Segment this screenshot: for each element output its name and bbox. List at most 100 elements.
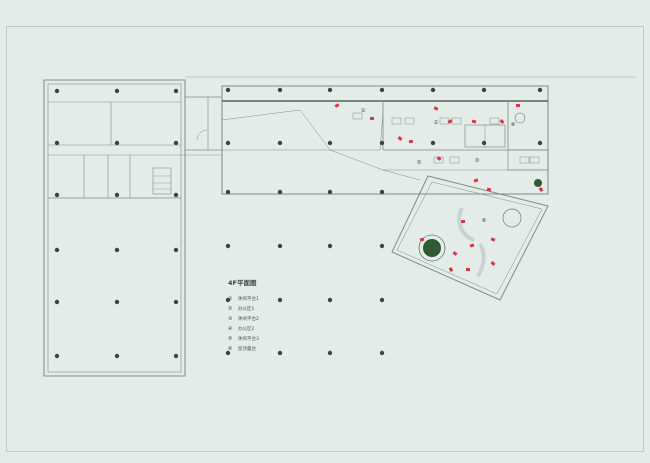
column-45 (225, 350, 231, 356)
left-wing-inner (47, 83, 182, 373)
chair-9 (515, 103, 521, 108)
column-28 (327, 140, 333, 146)
connector (181, 96, 222, 156)
tree-terrace (502, 208, 522, 228)
column-5 (114, 140, 120, 146)
room-marker-1: ① (361, 108, 366, 114)
left-wing-stair (152, 167, 172, 195)
desk-2 (391, 117, 402, 125)
terrace-outline (391, 175, 549, 301)
terrace-inner (396, 181, 543, 295)
left-wing (43, 79, 186, 377)
column-21 (327, 87, 333, 93)
column-36 (379, 189, 385, 195)
legend-marker-5: ⑤ (228, 336, 232, 342)
column-30 (430, 140, 436, 146)
column-24 (481, 87, 487, 93)
chair-7 (471, 119, 477, 124)
chair-13 (538, 187, 544, 192)
column-33 (225, 189, 231, 195)
column-18 (173, 353, 179, 359)
column-14 (114, 299, 120, 305)
tree-small-2 (514, 112, 526, 124)
column-1 (54, 88, 60, 94)
roof-terrace (391, 175, 549, 301)
column-19 (225, 87, 231, 93)
column-13 (54, 299, 60, 305)
chair-10 (436, 156, 442, 161)
room-marker-4: ④ (511, 122, 516, 128)
legend-label-6: 屋顶露台 (238, 345, 256, 352)
chair-4 (408, 139, 414, 144)
legend-marker-6: ⑥ (228, 346, 233, 352)
connector-door-arc (196, 129, 208, 141)
chair-1 (334, 103, 340, 108)
chair-20 (490, 261, 496, 266)
desk-10 (529, 156, 540, 164)
chair-17 (490, 237, 496, 242)
column-48 (379, 350, 385, 356)
column-26 (225, 140, 231, 146)
column-23 (430, 87, 436, 93)
legend-marker-2: ② (228, 306, 233, 312)
legend-label-4: 办公区2 (238, 325, 254, 332)
desk-6 (489, 117, 500, 125)
column-grid (54, 87, 543, 359)
desk-8 (449, 156, 460, 164)
room-marker-5: ⑤ (417, 160, 422, 166)
column-8 (114, 192, 120, 198)
column-38 (277, 243, 283, 249)
right-wing (221, 85, 549, 195)
chair-2 (369, 116, 375, 121)
column-41 (225, 297, 231, 303)
legend-label-2: 办公区1 (238, 305, 254, 312)
chair-8 (499, 119, 505, 124)
service-room (507, 149, 549, 171)
column-11 (114, 247, 120, 253)
column-3 (173, 88, 179, 94)
column-34 (277, 189, 283, 195)
legend-label-3: 休闲平台2 (238, 315, 259, 322)
column-29 (379, 140, 385, 146)
column-46 (277, 350, 283, 356)
column-4 (54, 140, 60, 146)
legend-label-5: 休闲平台3 (238, 335, 259, 342)
column-31 (481, 140, 487, 146)
terrace-path-curve (457, 207, 486, 278)
column-7 (54, 192, 60, 198)
column-47 (327, 350, 333, 356)
legend-marker-4: ④ (228, 326, 233, 332)
tree-large (423, 239, 441, 257)
chair-5 (433, 106, 439, 111)
column-25 (537, 87, 543, 93)
column-10 (54, 247, 60, 253)
right-wing-outline (221, 85, 549, 195)
chair-21 (419, 237, 425, 242)
chair-18 (448, 267, 454, 272)
desk-1 (352, 112, 363, 120)
column-6 (173, 140, 179, 146)
column-44 (379, 297, 385, 303)
column-39 (327, 243, 333, 249)
plan-title: 4F平面图 (228, 278, 257, 287)
column-43 (327, 297, 333, 303)
room-marker-6: ⑥ (482, 218, 487, 224)
column-22 (379, 87, 385, 93)
column-9 (173, 192, 179, 198)
column-40 (379, 243, 385, 249)
legend-marker-1: ① (228, 296, 233, 302)
left-wing-outline (43, 79, 186, 377)
tree-small (534, 179, 542, 187)
furniture-group (334, 103, 544, 272)
column-32 (537, 140, 543, 146)
column-35 (327, 189, 333, 195)
column-42 (277, 297, 283, 303)
column-20 (277, 87, 283, 93)
chair-12 (486, 187, 492, 192)
chair-11 (473, 178, 479, 183)
column-16 (54, 353, 60, 359)
chair-6 (447, 119, 453, 124)
